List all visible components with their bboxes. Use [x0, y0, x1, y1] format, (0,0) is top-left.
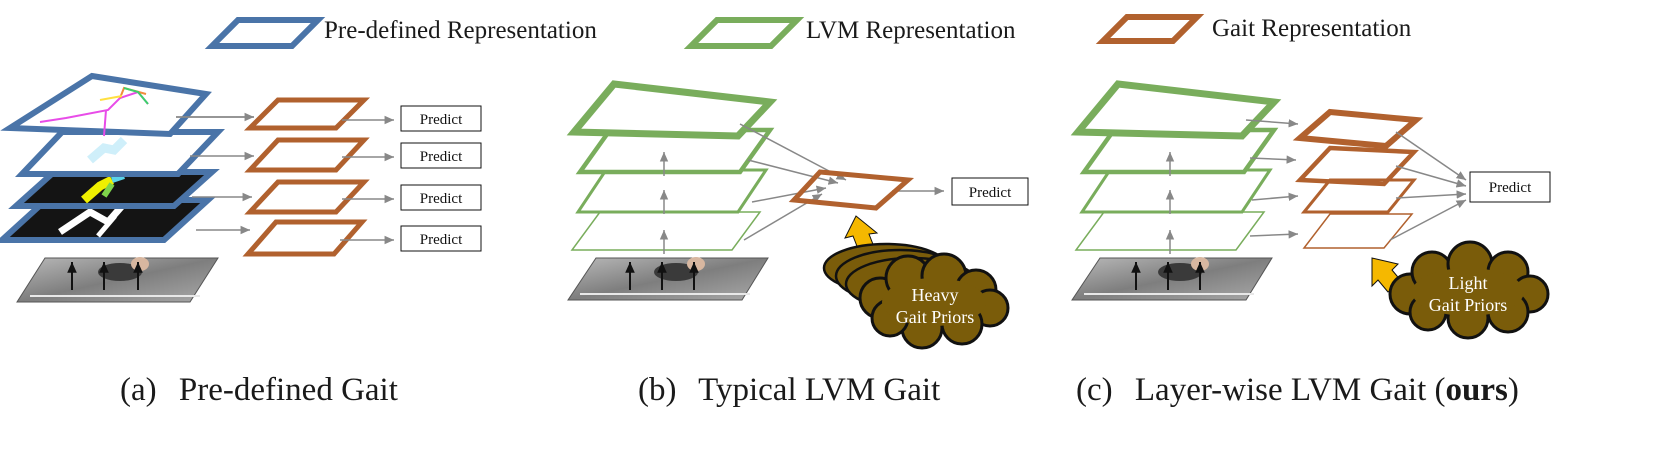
light-prior-cloud: Light Gait Priors: [1388, 240, 1550, 340]
legend-item-gait: Gait Representation: [1095, 14, 1412, 44]
predefined-layer-2: [14, 129, 225, 177]
legend-item-predefined: Pre-defined Representation: [204, 17, 597, 49]
predict-label-a-3: Predict: [420, 191, 463, 207]
predict-box-a-3: Predict: [400, 184, 482, 211]
caption-a-text: Pre-defined Gait: [179, 372, 398, 408]
legend: Pre-defined Representation LVM Represent…: [204, 14, 1412, 49]
predict-box-a-4: Predict: [400, 225, 482, 252]
input-image-c: [1071, 257, 1273, 301]
prior-text-c-1: Light: [1449, 273, 1488, 293]
input-image-b: [567, 257, 769, 301]
prior-cloud-b-front: [858, 252, 1010, 350]
gait-rep-c-1: [1292, 108, 1424, 150]
predict-label-a-1: Predict: [420, 112, 463, 128]
heavy-prior-cloud: Heavy Gait Priors: [822, 242, 1010, 350]
legend-swatch-predefined: [204, 17, 326, 49]
gait-rep-b: [788, 169, 915, 211]
gait-rep-a-3: [244, 179, 370, 215]
gait-rep-a-1: [243, 97, 371, 131]
legend-label-gait: Gait Representation: [1212, 15, 1412, 42]
legend-item-lvm: LVM Representation: [683, 17, 1016, 49]
prior-text-b-2: Gait Priors: [896, 307, 975, 327]
panel-c: Predict Light Gait Priors (c) Layer-wise…: [1070, 80, 1551, 408]
caption-b-text: Typical LVM Gait: [698, 372, 940, 408]
lvm-layer-c-3: [1079, 168, 1273, 214]
gait-reps-a: [242, 97, 371, 257]
caption-c-prefix: (c): [1076, 372, 1113, 408]
caption-c: (c) Layer-wise LVM Gait (ours): [1076, 372, 1519, 408]
gait-rep-a-4: [242, 219, 368, 257]
predefined-layer-1: [0, 72, 212, 138]
caption-a-prefix: (a): [120, 372, 157, 408]
lvm-layer-b-4: [570, 211, 762, 251]
caption-b-prefix: (b): [638, 372, 676, 408]
gait-rep-c-4: [1302, 213, 1414, 249]
legend-label-lvm: LVM Representation: [806, 17, 1016, 44]
lvm-layer-c-1: [1070, 80, 1282, 140]
lvm-layer-b-1: [566, 80, 778, 140]
predefined-layer-3: [8, 169, 220, 209]
panel-a: Predict Predict Predict Predict (a) Pre-…: [0, 72, 482, 408]
lvm-layer-b-3: [575, 168, 769, 214]
lvm-layers-c: [1070, 80, 1282, 251]
prior-text-c-2: Gait Priors: [1429, 295, 1508, 315]
predict-box-a-1: Predict: [400, 105, 482, 132]
caption-c-text: Layer-wise LVM Gait (: [1135, 372, 1446, 408]
gait-reps-c: [1292, 108, 1424, 249]
input-arrows-a: [67, 262, 143, 290]
lvm-layers-b: [566, 80, 778, 251]
predict-box-a-2: Predict: [400, 142, 482, 169]
gait-rep-c-2: [1295, 145, 1419, 187]
input-arrows-c: [1131, 262, 1205, 290]
gait-rep-a-2: [244, 137, 370, 173]
connectors-b: [739, 123, 944, 241]
gait-rep-c-3: [1300, 178, 1418, 214]
input-arrows-b: [625, 262, 699, 290]
caption-b: (b) Typical LVM Gait: [638, 372, 940, 408]
connectors-c-predict: [1389, 131, 1467, 241]
input-image-a: [16, 257, 219, 303]
legend-swatch-gait: [1095, 14, 1205, 44]
connectors-a: [176, 112, 254, 235]
prior-text-b-1: Heavy: [912, 285, 959, 305]
predict-label-a-4: Predict: [420, 232, 463, 248]
legend-swatch-lvm: [683, 17, 805, 49]
caption-c-end: ): [1508, 372, 1519, 408]
predict-box-c: Predict: [1469, 171, 1551, 203]
predict-label-a-2: Predict: [420, 149, 463, 165]
panel-b: Predict Heavy Gait Priors: [566, 80, 1029, 408]
legend-label-predefined: Pre-defined Representation: [324, 17, 597, 44]
predict-box-b: Predict: [951, 177, 1029, 206]
caption-a: (a) Pre-defined Gait: [120, 372, 398, 408]
predict-label-c: Predict: [1489, 180, 1532, 196]
caption-c-ours: ours: [1446, 372, 1509, 408]
connectors-c: [1245, 119, 1299, 239]
connectors-a-predict: [340, 115, 394, 245]
predict-label-b: Predict: [969, 185, 1012, 201]
predefined-layer-4: [0, 197, 216, 243]
